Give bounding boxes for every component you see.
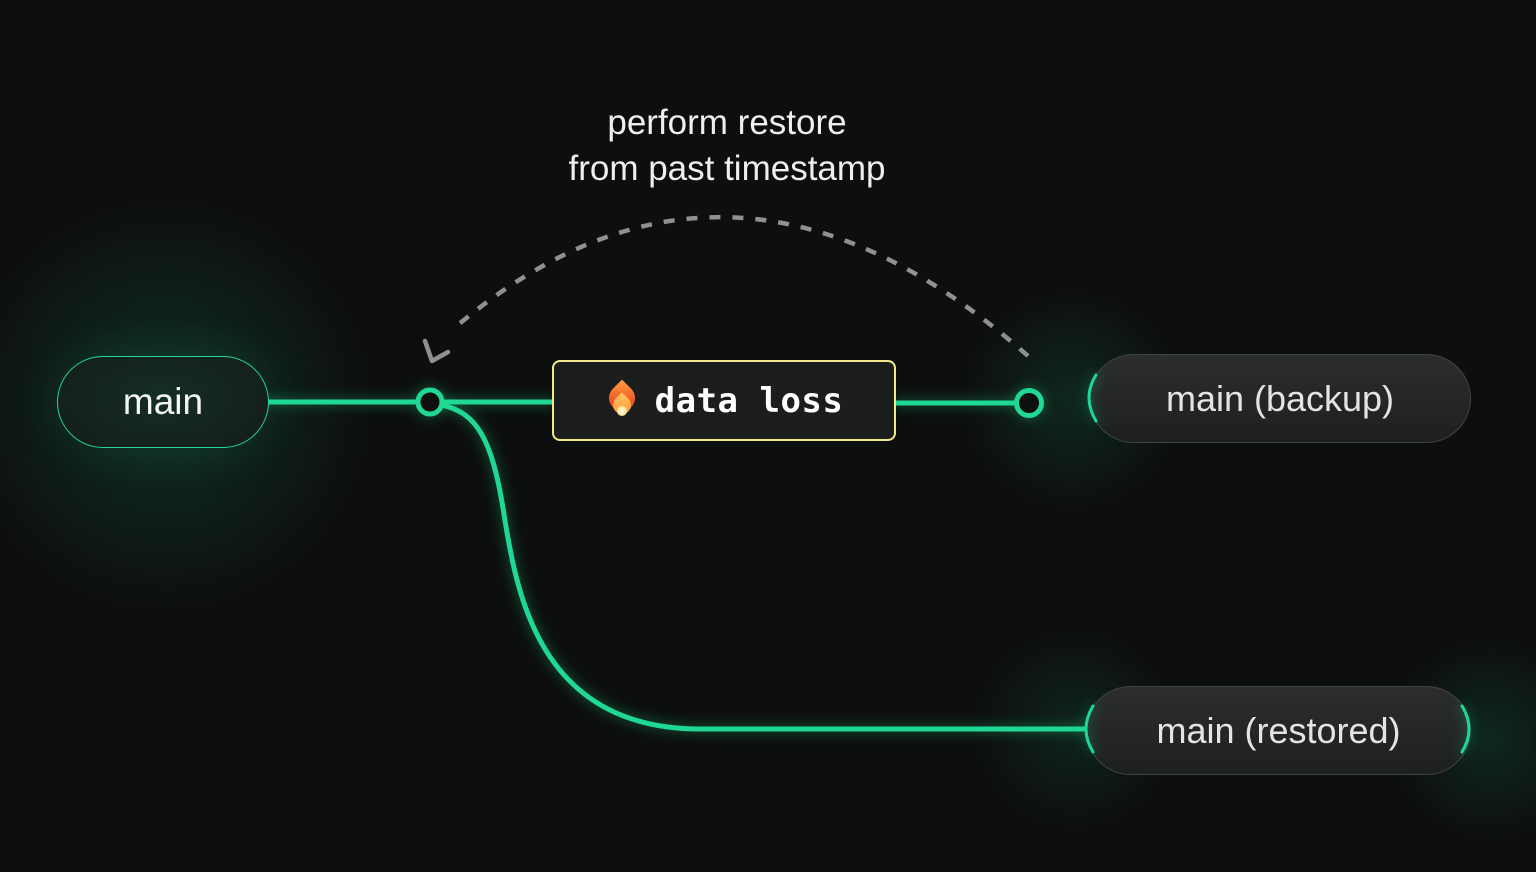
fire-icon <box>603 379 641 422</box>
annotation-label: perform restore from past timestamp <box>477 100 977 192</box>
green-wires <box>263 399 1089 732</box>
node-main-label: main <box>122 381 204 422</box>
commit-node-right-icon <box>1014 388 1044 418</box>
node-main-backup-label: main (backup) <box>1165 377 1395 419</box>
node-main-backup: main (backup) <box>1089 354 1471 443</box>
wire-branch-to-restored <box>438 402 1089 732</box>
data-loss-label: data loss <box>654 380 844 421</box>
node-main: main <box>57 356 269 448</box>
node-main-restored: main (restored) <box>1086 686 1471 775</box>
annotation-line2: from past timestamp <box>568 149 886 188</box>
node-main-restored-label: main (restored) <box>1156 709 1401 751</box>
data-loss-box: data loss <box>552 360 896 441</box>
commit-node-left-icon <box>415 387 445 417</box>
restore-arc-arrowhead-icon <box>422 338 451 364</box>
restore-arc <box>450 214 1030 358</box>
annotation-line1: perform restore <box>607 103 847 142</box>
